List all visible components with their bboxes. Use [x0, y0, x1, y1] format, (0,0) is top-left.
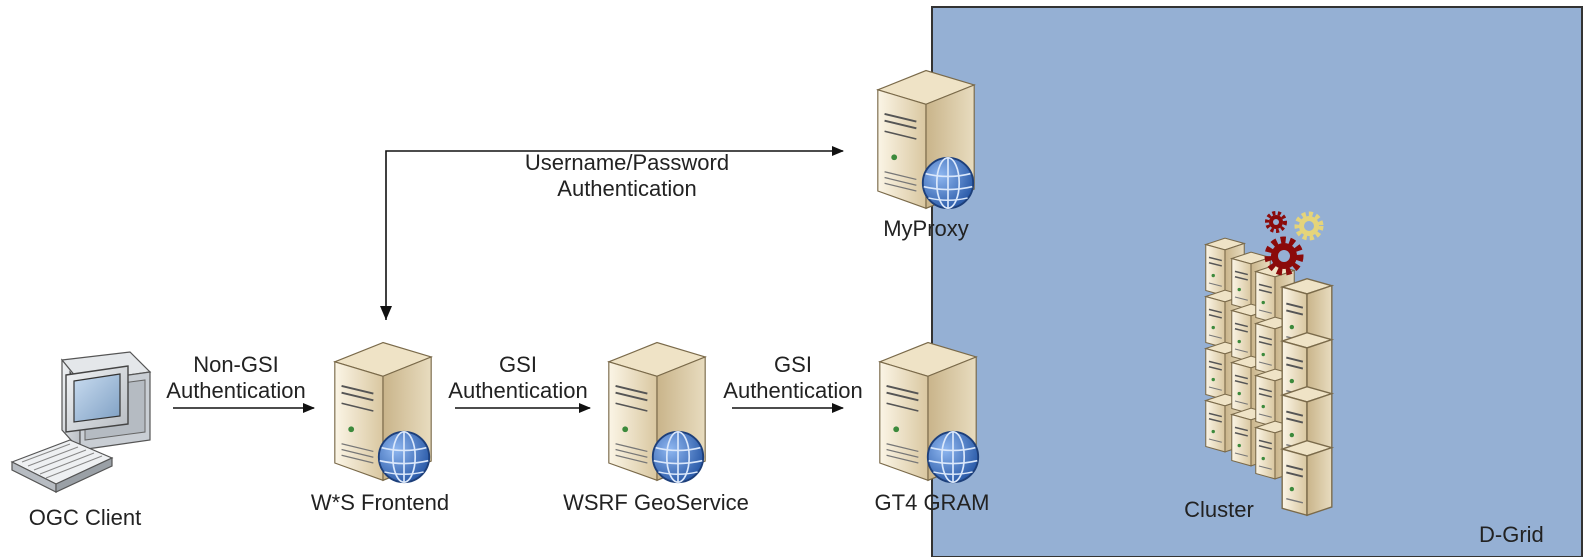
arrowhead-down-frontend [380, 306, 392, 320]
edge-label-line2: Authentication [557, 176, 697, 201]
region-label-d-grid: D-Grid [1479, 522, 1544, 547]
node-label-ogc-client: OGC Client [28, 505, 142, 530]
edge-label-non-gsi: Non-GSI Authentication [166, 352, 305, 404]
edge-label-gsi-frontend: GSI Authentication [448, 352, 587, 404]
edge-label-line2: Authentication [448, 378, 588, 403]
edge-label-line1: Username/Password [524, 150, 730, 175]
globe-icon-frontend [377, 430, 431, 484]
node-label-myproxy: MyProxy [883, 216, 969, 241]
edge-label-line1: Non-GSI [193, 352, 279, 377]
node-label-gt4-gram: GT4 GRAM [874, 490, 990, 515]
edge-label-line2: Authentication [166, 378, 306, 403]
edge-label-username-password: Username/Password Authentication [525, 150, 729, 202]
edge-label-gsi-gram: GSI Authentication [723, 352, 862, 404]
globe-icon-myproxy [921, 156, 975, 210]
edge-label-line1: GSI [499, 352, 537, 377]
edge-label-line2: Authentication [723, 378, 863, 403]
gear-icon-small-red [1265, 211, 1287, 233]
gear-icon-large [1264, 236, 1304, 276]
edge-label-line1: GSI [774, 352, 812, 377]
globe-icon-gram [926, 430, 980, 484]
node-label-cluster: Cluster [1184, 497, 1254, 522]
edge-frontend-to-myproxy [385, 146, 844, 320]
gear-icon-small-yellow [1294, 211, 1324, 241]
node-label-ws-frontend: W*S Frontend [310, 490, 450, 515]
node-label-wsrf-geoservice: WSRF GeoService [563, 490, 749, 515]
computer-icon [10, 351, 152, 493]
globe-icon-geoservice [651, 430, 705, 484]
